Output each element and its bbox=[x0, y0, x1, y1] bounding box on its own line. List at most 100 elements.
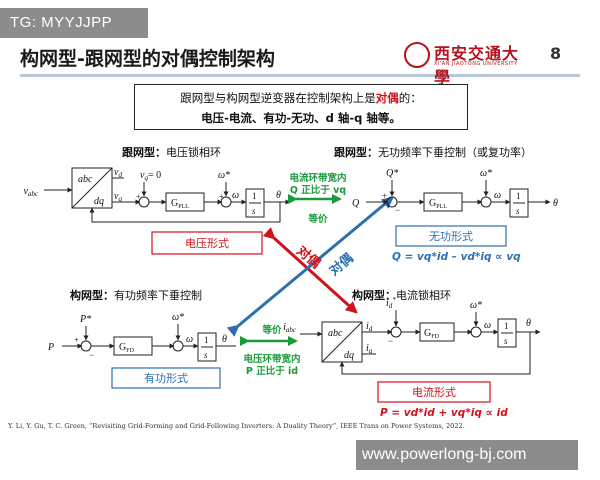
red-duality-arrow bbox=[262, 227, 358, 314]
q-signal: Q bbox=[352, 198, 360, 209]
summary-text: 跟网型与构网型逆变器在控制架构上是 bbox=[180, 91, 376, 105]
dq-text: dq bbox=[94, 196, 104, 207]
abc-text: abc bbox=[78, 174, 93, 185]
university-seal-icon bbox=[404, 42, 430, 68]
one-text: 1 bbox=[504, 321, 509, 331]
top-left-text: vabc abc dq vd vq vq= 0 GPLL ω* ω 1 s θ … bbox=[23, 167, 281, 216]
panel-header-top-right: 跟网型：无功频率下垂控制（或复功率） bbox=[334, 146, 532, 159]
s-text: s bbox=[516, 206, 520, 216]
top-equiv-line3: 等价 bbox=[307, 213, 328, 225]
duality-label-blue: 对偶 bbox=[326, 250, 356, 279]
bottom-equiv-line2: 电压环带宽内 bbox=[243, 353, 300, 365]
theta-text: θ bbox=[222, 334, 227, 345]
university-logo: 西安交通大學 XI'AN JIAOTONG UNIVERSITY bbox=[404, 40, 534, 87]
p-star-signal: P* bbox=[79, 314, 91, 325]
active-form-label: 有功形式 bbox=[144, 371, 188, 385]
current-form-label: 电流形式 bbox=[412, 385, 456, 399]
p-signal: P bbox=[47, 342, 54, 353]
summary-line-2: 电压-电流、有功-无功、d 轴-q 轴等。 bbox=[201, 111, 401, 125]
omega-text: ω bbox=[484, 320, 491, 331]
logo-text: 西安交通大學 bbox=[434, 44, 520, 87]
abc-text: abc bbox=[328, 328, 343, 339]
logo-subtitle: XI'AN JIAOTONG UNIVERSITY bbox=[434, 61, 518, 67]
s-text: s bbox=[204, 350, 208, 360]
sum-junction bbox=[470, 326, 482, 338]
voltage-form-label: 电压形式 bbox=[185, 237, 229, 250]
bottom-left-text: P P* GFD ω* ω 1 s θ + − bbox=[47, 312, 227, 360]
top-right-diagram bbox=[366, 180, 551, 218]
g-pll-text: GPLL bbox=[429, 198, 447, 210]
omega-text: ω bbox=[186, 334, 193, 345]
omega-text: ω bbox=[494, 190, 501, 201]
sum-junction bbox=[480, 196, 492, 208]
g-fd-text: GFD bbox=[119, 342, 135, 354]
page-number: 8 bbox=[550, 44, 562, 63]
equiv-text: 电流环带宽内 Q 正比于 vq 等价 等价 电压环带宽内 P 正比于 id bbox=[243, 172, 346, 377]
top-right-text: Q Q* GPLL ω* ω 1 s θ + − bbox=[352, 168, 558, 216]
i-abc-signal: iabc bbox=[283, 322, 297, 334]
omega-star-text: ω* bbox=[218, 170, 230, 181]
plus-sign: + bbox=[136, 192, 141, 201]
watermark-top: TG: MYYJJPP bbox=[0, 8, 148, 38]
v-abc-signal: vabc bbox=[23, 186, 38, 198]
bottom-equiv-line3: P 正比于 id bbox=[246, 365, 298, 377]
s-text: s bbox=[252, 206, 256, 216]
omega-star-text: ω* bbox=[172, 312, 184, 323]
one-text: 1 bbox=[204, 335, 209, 345]
bottom-right-text: iabc abc dq id iq id* GFD ω* ω 1 s θ − bbox=[283, 296, 531, 361]
sum-junction bbox=[172, 340, 184, 352]
theta-text: θ bbox=[553, 198, 558, 209]
watermark-bottom: www.powerlong-bj.com bbox=[356, 440, 578, 470]
minus-sign: − bbox=[388, 336, 393, 346]
bottom-right-diagram bbox=[300, 310, 541, 375]
top-left-diagram bbox=[44, 167, 291, 223]
active-form-box bbox=[111, 367, 221, 389]
integrator-block bbox=[509, 188, 529, 218]
summary-text-end: 的： bbox=[398, 91, 422, 105]
dq-text: dq bbox=[344, 350, 354, 361]
plus-sign: + bbox=[74, 335, 79, 345]
theta-text: θ bbox=[526, 318, 531, 329]
top-equiv-line1: 电流环带宽内 bbox=[289, 172, 346, 184]
id-star-signal: id* bbox=[386, 296, 396, 310]
s-text: s bbox=[504, 336, 508, 346]
one-text: 1 bbox=[252, 191, 257, 201]
g-fd-text: GFD bbox=[424, 328, 440, 340]
form-boxes: 电压形式 无功形式 有功形式 电流形式 bbox=[111, 225, 507, 403]
slide-title: 构网型-跟网型的对偶控制架构 bbox=[20, 48, 275, 70]
voltage-form-box bbox=[151, 231, 263, 255]
citation: Y. Li, Y. Gu, T. C. Green, “Revisiting G… bbox=[8, 422, 465, 430]
minus-sign: − bbox=[395, 205, 400, 215]
vq-star-zero: vq= 0 bbox=[140, 170, 161, 182]
reactive-form-box bbox=[395, 225, 507, 247]
abc-dq-diagonal bbox=[71, 167, 113, 209]
panel-header-top-left: 跟网型：电压锁相环 bbox=[122, 146, 221, 159]
plus-sign: + bbox=[382, 191, 387, 201]
bottom-left-diagram bbox=[62, 324, 236, 362]
integrator-block bbox=[197, 332, 217, 362]
vd-signal: vd bbox=[114, 167, 122, 179]
q-star-signal: Q* bbox=[386, 168, 398, 179]
summary-line-1: 跟网型与构网型逆变器在控制架构上是对偶的： bbox=[135, 90, 467, 106]
bottom-equiv-line1: 等价 bbox=[261, 324, 282, 336]
iq-signal: iq bbox=[366, 343, 373, 355]
summary-highlight: 对偶 bbox=[375, 91, 399, 105]
id-signal: id bbox=[366, 321, 373, 333]
summary-box: 跟网型与构网型逆变器在控制架构上是对偶的： 电压-电流、有功-无功、d 轴-q … bbox=[134, 84, 468, 130]
omega-star-text: ω* bbox=[480, 168, 492, 179]
blue-duality-arrow bbox=[226, 196, 394, 337]
g-pll-text: GPLL bbox=[171, 198, 189, 210]
theta-text: θ bbox=[276, 190, 281, 201]
title-underline bbox=[20, 74, 580, 77]
one-text: 1 bbox=[516, 191, 521, 201]
duality-label-red: 对偶 bbox=[293, 243, 323, 272]
abc-dq-diagonal bbox=[321, 321, 363, 363]
minus-sign: − bbox=[89, 350, 94, 360]
current-form-box bbox=[377, 381, 491, 403]
reactive-form-label: 无功形式 bbox=[429, 230, 473, 243]
formula-p: P = vd*id + vq*iq ∝ id bbox=[380, 407, 508, 419]
integrator-block bbox=[245, 188, 265, 218]
integrator-block bbox=[497, 318, 517, 348]
panel-header-bottom-left: 构网型：有功频率下垂控制 bbox=[70, 289, 202, 302]
